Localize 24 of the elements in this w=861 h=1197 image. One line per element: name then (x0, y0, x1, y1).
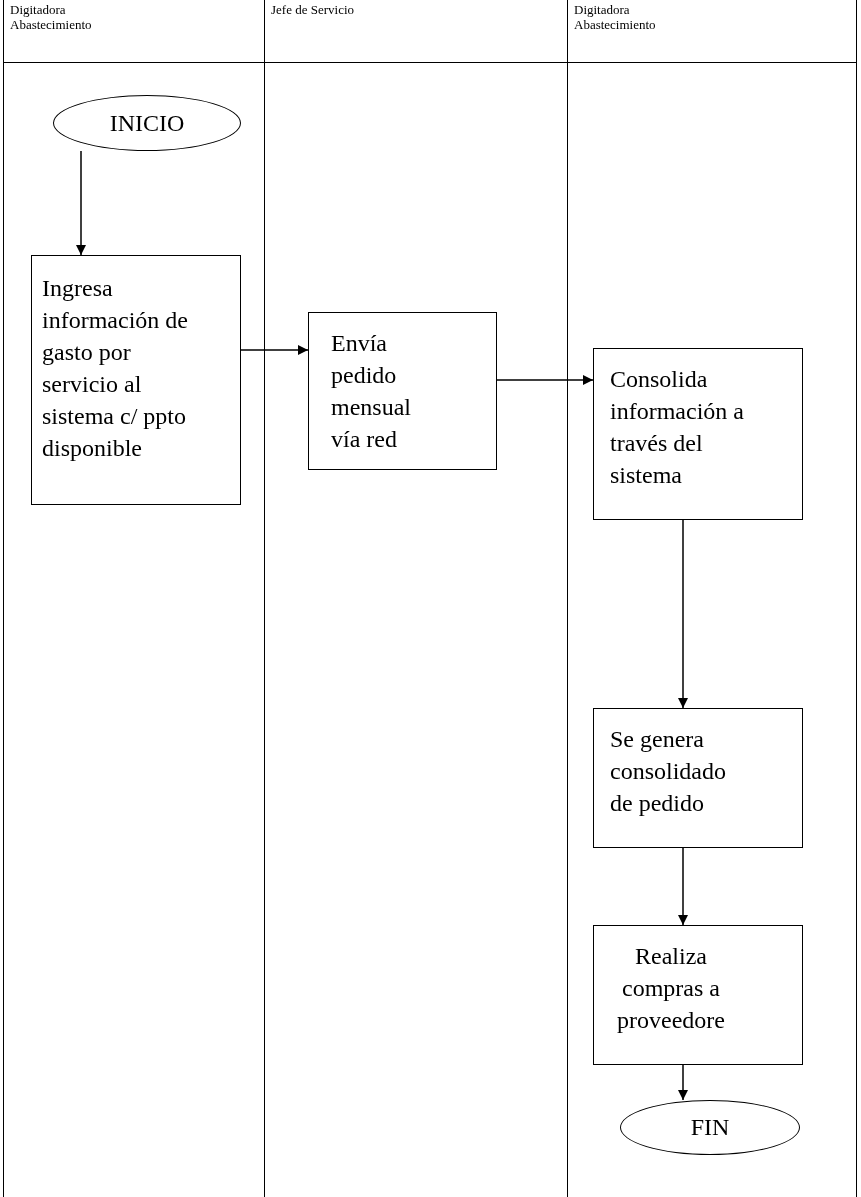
arrow (496, 375, 594, 385)
process-box (593, 348, 803, 520)
arrow (76, 150, 86, 256)
swimlane (265, 0, 568, 1197)
arrow (678, 1064, 688, 1101)
swimlane (568, 0, 857, 1197)
process-box (593, 925, 803, 1065)
step-text: Envía pedido mensual vía red (331, 329, 412, 454)
arrow (678, 847, 688, 926)
step-text: Se genera consolidado de pedido (610, 725, 727, 818)
step-text: INICIO (109, 109, 185, 137)
lane-header: Jefe de Servicio (271, 2, 356, 17)
step-text: Realiza compras a proveedore (616, 942, 726, 1035)
process-box (31, 255, 241, 505)
arrow (240, 345, 309, 355)
step-text: Consolida información a través del sistema (610, 365, 745, 490)
step-text: FIN (690, 1114, 730, 1141)
lane-header: Digitadora Abastecimiento (10, 2, 93, 32)
process-box (593, 708, 803, 848)
lane-header: Digitadora Abastecimiento (574, 2, 657, 32)
swimlane (3, 0, 265, 1197)
step-text: Ingresa información de gasto por servicio al sistema c/ ppto disponible (42, 274, 189, 463)
process-box (308, 312, 497, 470)
arrow (678, 519, 688, 709)
